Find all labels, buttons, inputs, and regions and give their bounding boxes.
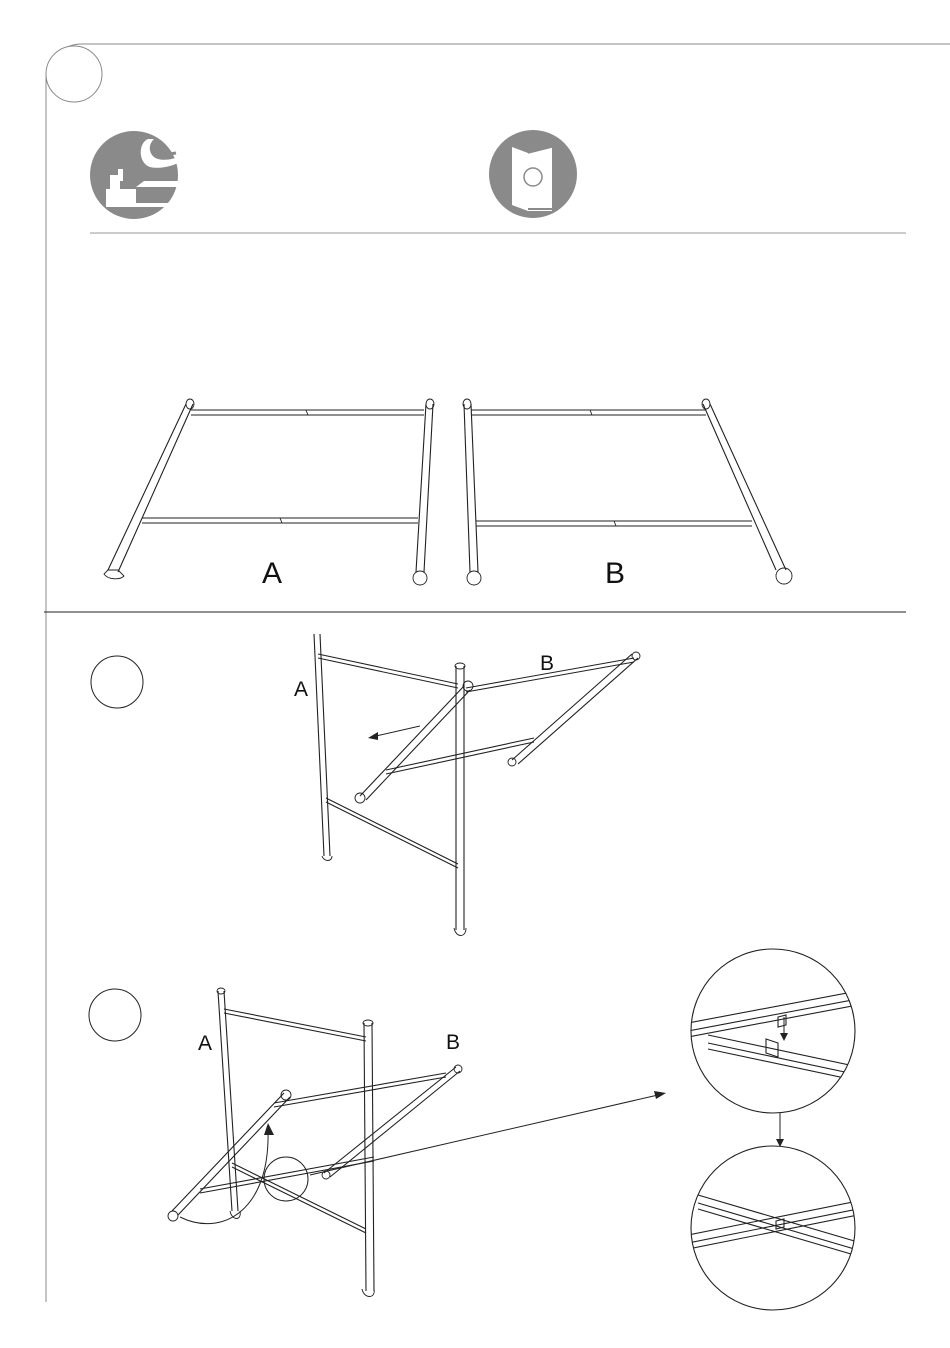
frame-a-label: A [262,557,282,590]
detail-zoom-illustration [688,945,868,1325]
frame-b-label: B [605,557,625,590]
step-3-label-a: A [198,1032,212,1055]
instruction-leaflet-icon [488,129,578,219]
step-2-label-b: B [540,652,554,675]
detail-circle-before [691,949,855,1113]
parts-frames-illustration: A B [0,390,950,600]
step-3-circle [88,988,142,1042]
step-2-circle [90,655,144,709]
step-2-assembly-illustration: A B [280,630,660,940]
detail-circle-after [691,1146,855,1310]
frame-b [463,399,792,585]
step-3-assembly-illustration: A B [160,985,680,1305]
step-3-label-b: B [446,1031,460,1054]
helping-hands-icon [88,129,180,221]
step-2-label-a: A [294,678,308,701]
